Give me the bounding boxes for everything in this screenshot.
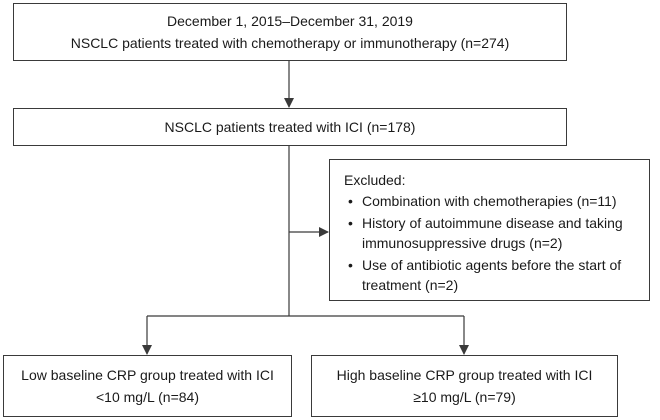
excluded-box: Excluded: • Combination with chemotherap…: [329, 159, 650, 301]
excluded-title: Excluded:: [344, 172, 406, 188]
excluded-item-line: Combination with chemotherapies (n=11): [362, 193, 617, 209]
bullet-icon: •: [348, 193, 353, 209]
screening-period-date: December 1, 2015–December 31, 2019: [167, 13, 413, 29]
excluded-item: • Use of antibiotic agents before the st…: [344, 255, 639, 295]
excluded-list: • Combination with chemotherapies (n=11)…: [344, 191, 639, 295]
low-crp-group-box: Low baseline CRP group treated with ICI …: [3, 355, 292, 417]
high-crp-group-box: High baseline CRP group treated with ICI…: [311, 355, 618, 417]
excluded-item: • Combination with chemotherapies (n=11): [344, 191, 639, 211]
ici-treated-label: NSCLC patients treated with ICI (n=178): [164, 119, 416, 135]
high-crp-group-criteria: ≥10 mg/L (n=79): [413, 389, 516, 405]
low-crp-group-criteria: <10 mg/L (n=84): [96, 389, 199, 405]
ici-treated-box: NSCLC patients treated with ICI (n=178): [13, 108, 567, 146]
bullet-icon: •: [348, 215, 353, 231]
excluded-item-line: Use of antibiotic agents before the star…: [362, 257, 622, 273]
screening-population: NSCLC patients treated with chemotherapy…: [70, 35, 510, 51]
excluded-item-line: History of autoimmune disease and taking: [362, 215, 623, 231]
bullet-icon: •: [348, 257, 353, 273]
excluded-item-line: treatment (n=2): [362, 277, 459, 293]
excluded-item-line: immunosuppressive drugs (n=2): [362, 235, 563, 251]
excluded-item: • History of autoimmune disease and taki…: [344, 213, 639, 253]
high-crp-group-label: High baseline CRP group treated with ICI: [336, 367, 593, 383]
low-crp-group-label: Low baseline CRP group treated with ICI: [21, 367, 274, 383]
screening-period-box: December 1, 2015–December 31, 2019 NSCLC…: [13, 3, 567, 61]
